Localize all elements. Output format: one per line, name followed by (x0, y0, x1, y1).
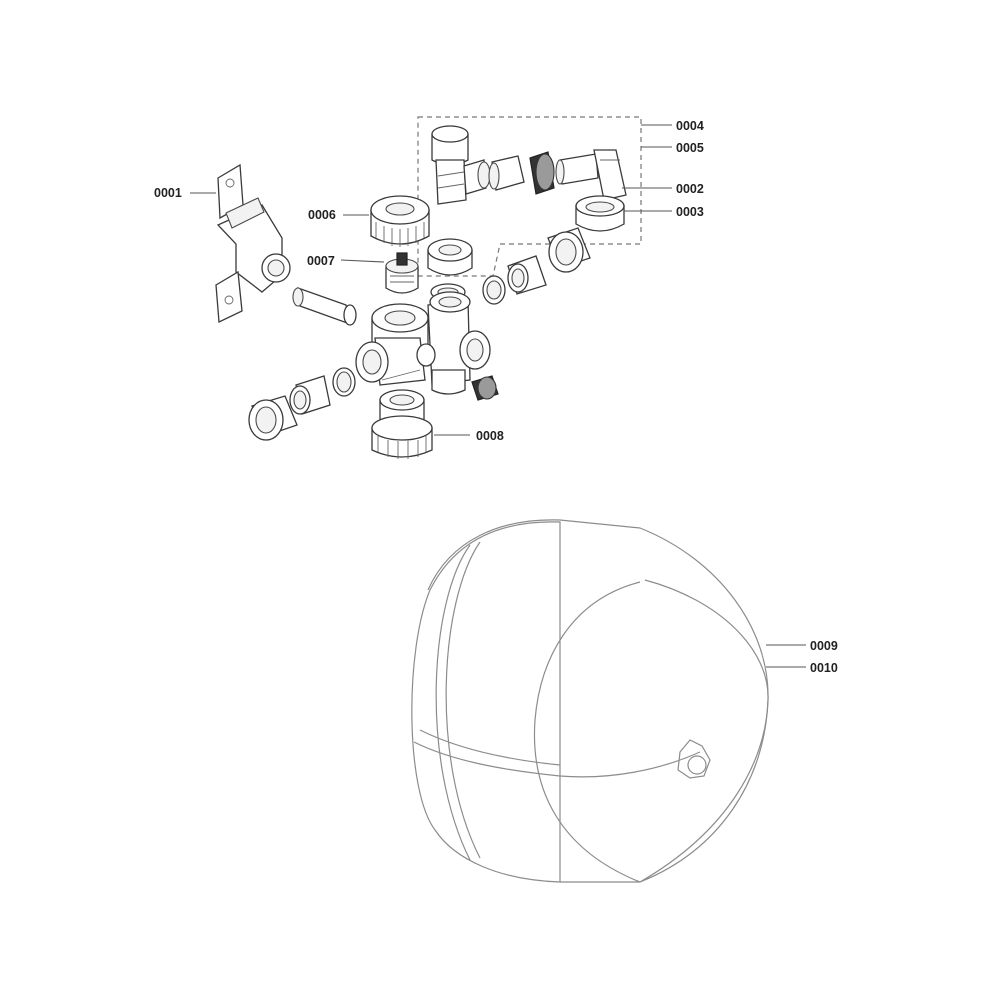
main-valve-body (355, 291, 491, 395)
callout-0006: 0006 (308, 208, 336, 222)
part-0001-wall-bracket (215, 163, 291, 323)
leader-0007 (340, 259, 385, 263)
callout-0010: 0010 (810, 661, 838, 675)
callout-0003: 0003 (676, 205, 704, 219)
part-0008-lower-connector (371, 389, 433, 459)
callout-0002: 0002 (676, 182, 704, 196)
compression-nut-left (248, 395, 298, 441)
leader-lines (190, 124, 806, 668)
callout-0007: 0007 (307, 254, 335, 268)
compression-nut-right (547, 227, 591, 273)
part-0003-mounting-ring (575, 195, 625, 232)
olive-sleeve-right (507, 255, 547, 295)
callout-0004: 0004 (676, 119, 704, 133)
olive-sleeve-left (289, 375, 331, 415)
callout-0009: 0009 (810, 639, 838, 653)
pressure-relief-valve (431, 125, 491, 205)
callout-0008: 0008 (476, 429, 504, 443)
part-0007-valve-insert (385, 252, 419, 294)
straight-connector (488, 155, 525, 191)
part-0006-cap (370, 195, 430, 247)
seal-ring-left (332, 367, 356, 397)
callout-0005: 0005 (676, 141, 704, 155)
hex-nut-upper (427, 238, 473, 276)
part-0002-elbow-fitting (555, 149, 627, 201)
seal-ring-right (482, 275, 506, 305)
expansion-vessel (411, 519, 769, 883)
small-plug-cap (471, 375, 499, 401)
dark-ring-nut (529, 151, 555, 195)
strainer-tube (292, 287, 357, 326)
callout-0001: 0001 (154, 186, 182, 200)
